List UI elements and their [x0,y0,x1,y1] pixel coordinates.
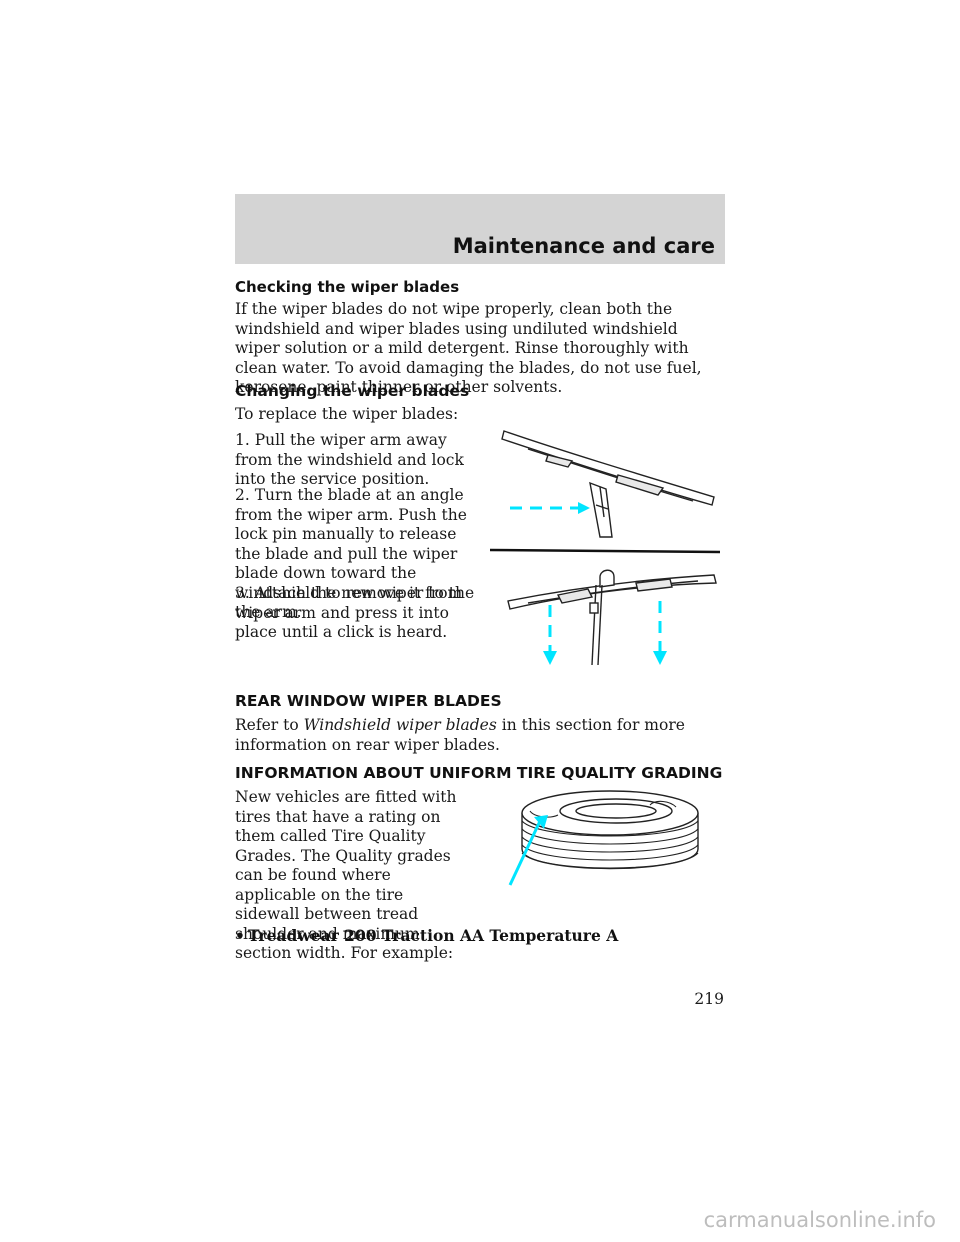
tire-grade-example: Treadwear 200 Traction AA Temperature A [248,926,619,945]
tire-body: New vehicles are fitted with tires that … [235,788,457,962]
section-header-band: Maintenance and care [235,194,725,264]
rear-body: Refer to Windshield wiper blades in this… [235,716,725,755]
wiper-blade-illustration [489,430,721,666]
section-title: Maintenance and care [452,234,715,258]
rear-text-after: in this section for more information on … [235,716,685,754]
changing-step-2: 2. Turn the blade at an angle from the w… [235,486,467,621]
page-number: 219 [694,990,724,1008]
changing-step-1: 1. Pull the wiper arm away from the wind… [235,431,464,488]
tire-grade-bullet: •Treadwear 200 Traction AA Temperature A [235,926,618,945]
tire-illustration [508,790,699,886]
checking-body: If the wiper blades do not wipe properly… [235,300,702,396]
changing-step-3: 3. Attach the new wiper to the wiper arm… [235,584,475,641]
changing-intro: To replace the wiper blades: [235,405,459,423]
rear-heading: REAR WINDOW WIPER BLADES [235,692,502,710]
tire-heading: INFORMATION ABOUT UNIFORM TIRE QUALITY G… [235,764,723,782]
checking-heading: Checking the wiper blades [235,278,460,296]
changing-heading: Changing the wiper blades [235,382,470,400]
bullet-icon: • [235,926,245,945]
rear-crossref: Windshield wiper blades [303,716,497,734]
rear-text-before: Refer to [235,716,304,734]
footer-watermark: carmanualsonline.info [703,1208,936,1232]
